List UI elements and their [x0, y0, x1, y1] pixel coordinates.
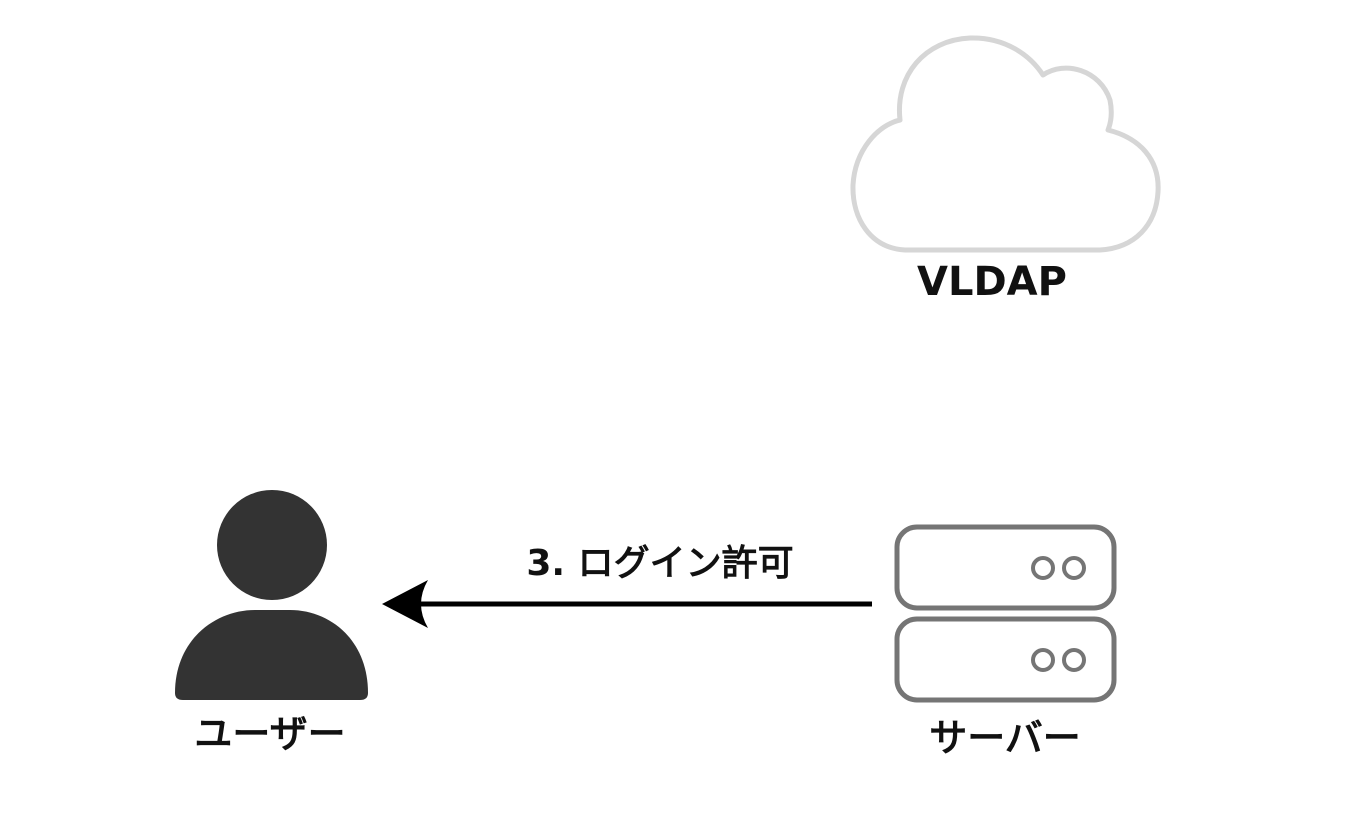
cloud-label: VLDAP	[917, 259, 1067, 305]
arrow-label: 3. ログイン許可	[526, 543, 794, 584]
server-label: サーバー	[929, 716, 1081, 760]
user-label: ユーザー	[194, 712, 346, 756]
